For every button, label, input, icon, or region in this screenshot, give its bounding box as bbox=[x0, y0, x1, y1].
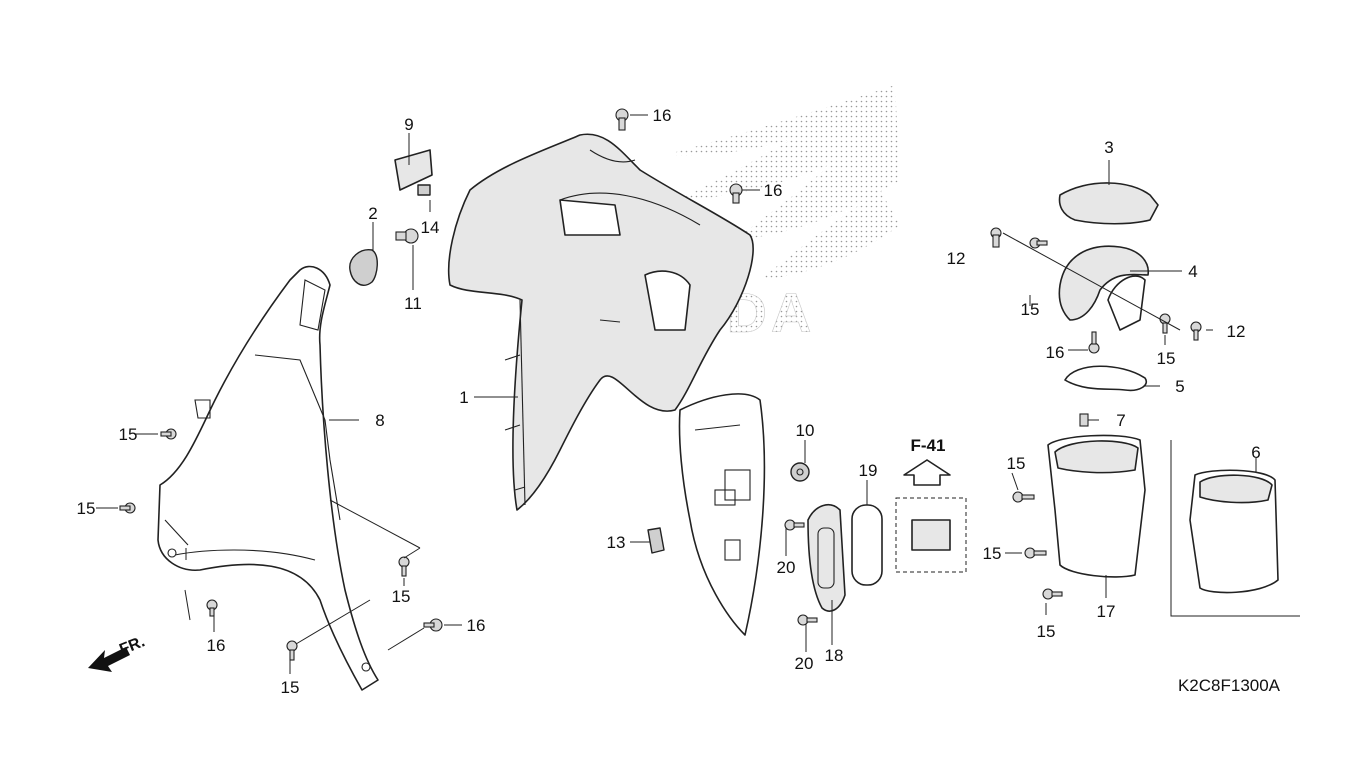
front-label: FR. bbox=[117, 633, 147, 658]
screw-16-low bbox=[206, 599, 218, 617]
callouts: 9 14 2 11 8 1 16 16 10 13 19 20 20 18 3 … bbox=[77, 106, 1261, 697]
screw-16-right bbox=[423, 618, 443, 632]
callout-15-mid: 15 bbox=[392, 587, 411, 606]
callout-8: 8 bbox=[375, 411, 384, 430]
screw-15-r5 bbox=[1042, 588, 1063, 600]
callout-3: 3 bbox=[1104, 138, 1113, 157]
part-11-grommet bbox=[395, 228, 419, 244]
part-13 bbox=[647, 527, 665, 554]
f41-dashed-frame bbox=[895, 497, 967, 573]
front-arrow-icon bbox=[88, 647, 130, 672]
callout-9: 9 bbox=[404, 115, 413, 134]
screw-15-r1 bbox=[1029, 237, 1048, 249]
callout-15-r2: 15 bbox=[1157, 349, 1176, 368]
callout-15-r1: 15 bbox=[1021, 300, 1040, 319]
callout-16-top: 16 bbox=[653, 106, 672, 125]
front-direction-indicator: FR. bbox=[88, 633, 147, 672]
callout-16-r: 16 bbox=[1046, 343, 1065, 362]
drawing-code: K2C8F1300A bbox=[1178, 676, 1281, 695]
callout-19: 19 bbox=[859, 461, 878, 480]
screw-16b bbox=[729, 183, 743, 204]
screw-20a bbox=[784, 519, 805, 531]
screw-15-mid bbox=[398, 556, 410, 577]
callout-4: 4 bbox=[1188, 262, 1197, 281]
part-6-box bbox=[1189, 469, 1279, 594]
inner-panel-right-lower bbox=[678, 393, 766, 636]
part-9 bbox=[394, 149, 433, 191]
part-8-side-frame bbox=[157, 265, 379, 691]
part-10-washer bbox=[790, 462, 810, 482]
part-7-clip bbox=[1079, 413, 1089, 427]
callout-14: 14 bbox=[421, 218, 440, 237]
callout-16-mid: 16 bbox=[764, 181, 783, 200]
callout-13: 13 bbox=[607, 533, 626, 552]
screw-12b bbox=[1190, 321, 1202, 341]
part-5-gasket bbox=[1064, 365, 1147, 392]
screw-15-bottom bbox=[286, 640, 298, 661]
screw-15-left-2 bbox=[119, 502, 136, 514]
callout-15-bottom: 15 bbox=[281, 678, 300, 697]
screw-15-left-1 bbox=[160, 428, 177, 440]
callout-11: 11 bbox=[404, 294, 422, 313]
part-2 bbox=[349, 249, 378, 286]
screw-16-r bbox=[1088, 331, 1100, 354]
callout-20-top: 20 bbox=[777, 558, 796, 577]
callout-12-left: 12 bbox=[947, 249, 966, 268]
callout-2: 2 bbox=[368, 204, 377, 223]
callout-15-r4: 15 bbox=[983, 544, 1002, 563]
fasteners bbox=[119, 108, 1202, 661]
callout-6: 6 bbox=[1251, 443, 1260, 462]
screw-15-r2 bbox=[1159, 313, 1171, 334]
callout-15-r3: 15 bbox=[1007, 454, 1026, 473]
f41-connector bbox=[911, 519, 951, 551]
callout-17: 17 bbox=[1097, 602, 1116, 621]
part-3-cover bbox=[1058, 182, 1159, 225]
screw-12a bbox=[990, 227, 1002, 248]
part-1-inner-panel bbox=[447, 133, 754, 511]
screw-20b bbox=[797, 614, 818, 626]
callout-1: 1 bbox=[459, 388, 468, 407]
part-17-box bbox=[1047, 434, 1146, 578]
part-18-bracket bbox=[807, 504, 846, 612]
f41-label: F-41 bbox=[911, 436, 946, 455]
part-4-bracket bbox=[1058, 245, 1149, 331]
leader-lines bbox=[96, 114, 1257, 674]
part-14 bbox=[417, 184, 431, 196]
callout-16-right: 16 bbox=[467, 616, 486, 635]
screw-15-r3 bbox=[1012, 491, 1035, 503]
callout-7: 7 bbox=[1116, 411, 1125, 430]
callout-10: 10 bbox=[796, 421, 815, 440]
f41-reference: F-41 bbox=[895, 436, 967, 573]
callout-5: 5 bbox=[1175, 377, 1184, 396]
callout-12-right: 12 bbox=[1227, 322, 1246, 341]
callout-16-low: 16 bbox=[207, 636, 226, 655]
callout-20-bottom: 20 bbox=[795, 654, 814, 673]
callout-15-r5: 15 bbox=[1037, 622, 1056, 641]
up-arrow-icon bbox=[903, 459, 951, 486]
screw-15-r4 bbox=[1024, 547, 1047, 559]
screw-16a bbox=[615, 108, 629, 131]
callout-15-left-2: 15 bbox=[77, 499, 96, 518]
part-6-enclosure bbox=[1170, 440, 1300, 617]
part-19-seal bbox=[851, 504, 883, 586]
callout-18: 18 bbox=[825, 646, 844, 665]
callout-15-left-1: 15 bbox=[119, 425, 138, 444]
